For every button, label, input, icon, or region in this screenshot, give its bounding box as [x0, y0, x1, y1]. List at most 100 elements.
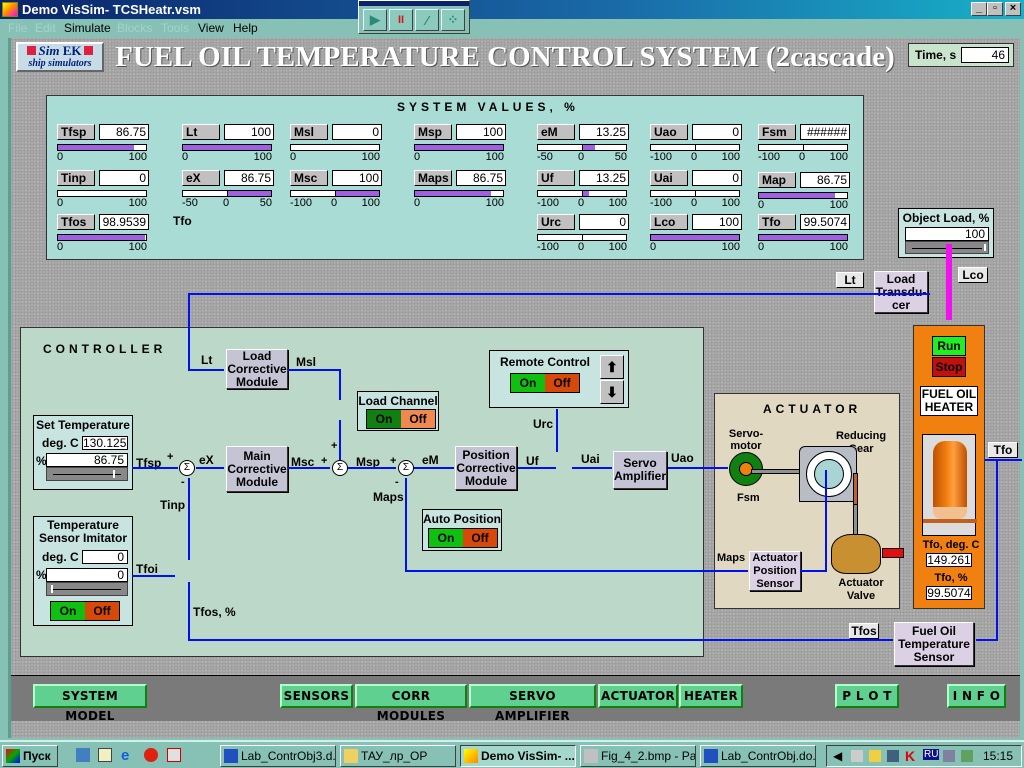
gauge-min: -50	[537, 151, 553, 163]
sensors-button[interactable]: SENSORS	[280, 684, 353, 708]
remote-up-button[interactable]: ⬆	[600, 355, 624, 379]
gauge-bar	[537, 234, 627, 241]
quicklaunch-ie-icon[interactable]: e	[121, 747, 130, 764]
gauge-mid: 0	[691, 197, 698, 209]
system-values-title: SYSTEM VALUES, %	[397, 100, 579, 114]
page-title: FUEL OIL TEMPERATURE CONTROL SYSTEM (2ca…	[115, 41, 895, 73]
set-temp-slider-knob[interactable]	[113, 470, 116, 478]
task-item[interactable]: ТАУ_лр_ОР	[340, 745, 456, 767]
tray-misc-icon[interactable]	[943, 750, 955, 762]
volume-icon[interactable]: ◀	[833, 749, 843, 763]
tray-usb-icon[interactable]	[961, 750, 973, 762]
gauge-label: Map	[758, 172, 796, 188]
system-model-button[interactable]: SYSTEM MODEL	[33, 684, 147, 723]
servo-amplifier-button[interactable]: SERVO AMPLIFIER	[469, 684, 596, 723]
tray-antivirus-icon[interactable]: K	[905, 748, 916, 764]
gauge-min: -100	[537, 197, 560, 209]
servo-amplifier-module[interactable]: Servo Amplifier	[613, 451, 667, 489]
multi-step-button[interactable]: ⁘	[441, 9, 465, 31]
word-icon	[224, 749, 238, 763]
clock: 15:15	[983, 749, 1014, 763]
fuel-oil-temperature-sensor[interactable]: Fuel Oil Temperature Sensor	[894, 622, 974, 666]
imitator-on-button[interactable]: On	[51, 602, 85, 620]
gauge-tfo: Tfo 99.5074 0 100	[758, 214, 850, 254]
quicklaunch-desktop-icon[interactable]	[76, 748, 90, 762]
main-corrective-module[interactable]: Main Corrective Module	[226, 446, 288, 492]
info-button[interactable]: I N F O	[947, 684, 1006, 708]
menu-blocks[interactable]: Blocks	[117, 21, 153, 35]
gauge-bar-fill	[583, 191, 589, 196]
gauge-max: 50	[259, 197, 272, 209]
remote-off-button[interactable]: Off	[545, 374, 579, 392]
position-corrective-module[interactable]: Position Corrective Module	[455, 446, 517, 490]
load-transducer-module[interactable]: Load Transdu- cer	[874, 271, 928, 313]
heater-panel: Run Stop FUEL OIL HEATER Tfo, deg. C 149…	[913, 325, 985, 609]
object-load-label: Object Load, %	[902, 211, 990, 225]
gauge-lco: Lco 100 0 100	[650, 214, 742, 254]
object-load-slider[interactable]	[905, 241, 989, 254]
task-item[interactable]: Lab_ContrObj.do...	[700, 745, 816, 767]
quicklaunch-notepad-icon[interactable]	[98, 748, 112, 762]
heater-stop-button[interactable]: Stop	[932, 357, 966, 377]
set-temp-pct-input[interactable]: 86.75	[46, 453, 128, 467]
menu-view[interactable]: View	[198, 21, 224, 35]
gauge-maps: Maps 86.75 0 100	[414, 170, 506, 210]
heater-run-button[interactable]: Run	[932, 336, 966, 356]
play-button[interactable]: ▶	[363, 9, 387, 31]
task-item[interactable]: Fig_4_2.bmp - Pa...	[580, 745, 696, 767]
load-corrective-module[interactable]: Load Corrective Module	[226, 348, 288, 389]
plot-button[interactable]: P L O T	[835, 684, 899, 708]
remote-on-button[interactable]: On	[511, 374, 545, 392]
menu-tools[interactable]: Tools	[161, 21, 190, 35]
object-load-value[interactable]: 100	[905, 227, 989, 241]
gauge-tfsp: Tfsp 86.75 0 100	[57, 124, 149, 164]
close-button[interactable]: ×	[1005, 2, 1021, 16]
remote-down-button[interactable]: ⬇	[600, 380, 624, 404]
signal-tinp: Tinp	[160, 498, 186, 512]
quicklaunch-acrobat-icon[interactable]	[167, 748, 181, 762]
quicklaunch-nero-icon[interactable]	[144, 748, 158, 762]
gauge-label: Msc	[290, 170, 328, 186]
auto-position-off-button[interactable]: Off	[463, 529, 497, 547]
heater-title: FUEL OIL HEATER	[920, 386, 978, 416]
imitator-pct-input[interactable]: 0	[46, 568, 128, 582]
task-item[interactable]: Lab_ContrObj3.d...	[220, 745, 336, 767]
menu-simulate[interactable]: Simulate	[64, 21, 111, 35]
gauge-mid: 0	[691, 151, 698, 163]
signal-tfoi: Tfoi	[136, 562, 158, 576]
imitator-slider-knob[interactable]	[51, 585, 53, 593]
heater-button[interactable]: HEATER	[679, 684, 743, 708]
menu-help[interactable]: Help	[233, 21, 258, 35]
load-channel-on-button[interactable]: On	[367, 410, 401, 428]
imitator-off-button[interactable]: Off	[85, 602, 119, 620]
maximize-button[interactable]: ▫	[987, 2, 1003, 16]
corr-modules-button[interactable]: CORR MODULES	[355, 684, 467, 723]
actuator-position-sensor[interactable]: Actuator Position Sensor	[749, 551, 801, 591]
gauge-value: 100	[456, 124, 506, 140]
auto-position-on-button[interactable]: On	[429, 529, 463, 547]
menu-edit[interactable]: Edit	[35, 21, 56, 35]
gauge-label: eX	[182, 170, 220, 186]
imitator-deg-value: 0	[82, 550, 128, 564]
paint-icon	[584, 749, 598, 763]
task-item-active[interactable]: Demo VisSim- ...	[460, 745, 576, 767]
gauge-mid: 0	[578, 241, 585, 253]
actuator-button[interactable]: ACTUATOR	[598, 684, 678, 708]
tray-network-icon[interactable]	[869, 750, 881, 762]
minimize-button[interactable]: _	[971, 2, 987, 16]
actuator-title: ACTUATOR	[763, 402, 862, 416]
time-value: 46	[961, 47, 1009, 63]
load-channel-off-button[interactable]: Off	[401, 410, 435, 428]
menu-file[interactable]: File	[8, 21, 28, 35]
logo-sim: Sim	[38, 43, 60, 58]
start-button[interactable]: Пуск	[2, 745, 58, 767]
pause-button[interactable]: II	[389, 9, 413, 31]
imitator-slider[interactable]	[46, 582, 128, 596]
tray-connection-icon[interactable]	[887, 750, 899, 762]
language-indicator[interactable]: RU	[923, 749, 940, 760]
object-load-panel: Object Load, % 100	[898, 208, 994, 258]
step-button[interactable]: ⁄	[415, 9, 439, 31]
set-temp-slider[interactable]	[46, 467, 128, 481]
tray-app-icon[interactable]	[851, 750, 863, 762]
object-load-slider-knob[interactable]	[984, 244, 986, 251]
